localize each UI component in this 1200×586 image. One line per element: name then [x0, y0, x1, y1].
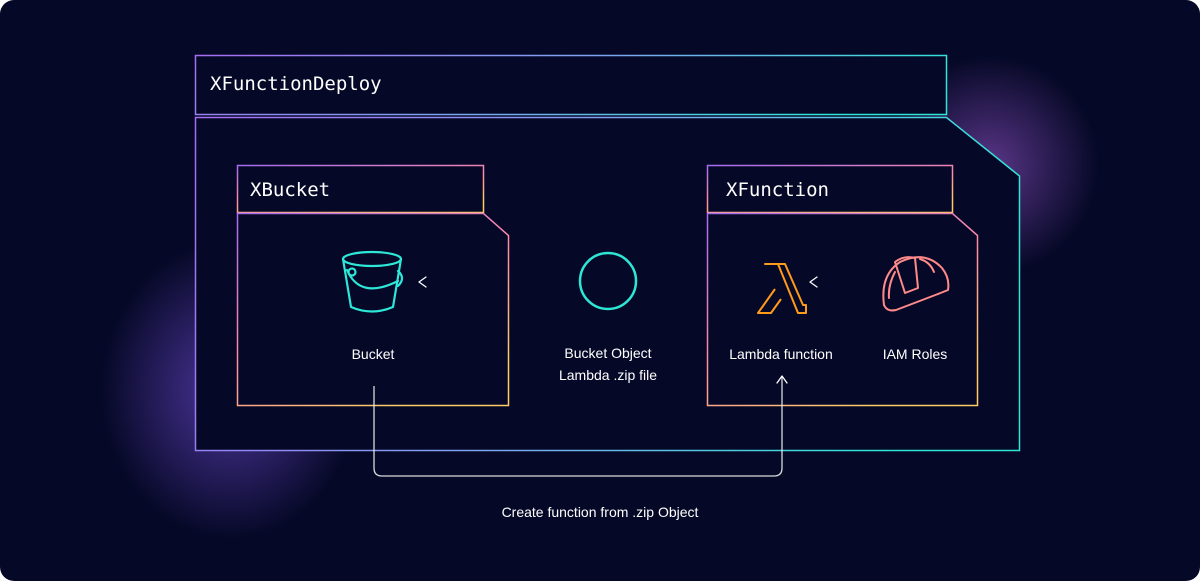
bucket-construct-xbucket[interactable]: XBucket [236, 164, 510, 407]
bucket-icon [341, 250, 404, 313]
lambda-function-label: Lambda function [729, 346, 833, 362]
bucket-object-label-line1: Bucket Object [564, 345, 651, 361]
bucket-to-lambda-connector [373, 377, 783, 477]
bucket-object-label-line2: Lambda .zip file [559, 367, 657, 383]
hard-hat-icon [882, 256, 950, 312]
iam-roles-label: IAM Roles [883, 346, 948, 362]
bucket-to-lambda-arrowhead [776, 375, 788, 384]
lambda-icon [757, 263, 807, 314]
bucket-construct-title: XBucket [250, 179, 330, 201]
function-construct-body [706, 212, 979, 407]
outer-construct-title: XFunctionDeploy [210, 73, 382, 95]
function-construct-xfunction[interactable]: XFunction [706, 164, 979, 407]
bucket-construct-body [236, 212, 510, 407]
bucket-object-circle-icon[interactable] [578, 251, 638, 311]
bucket-label: Bucket [352, 346, 395, 362]
bucket-construct-title-box [236, 164, 485, 214]
object-to-bucket-arrowhead [418, 276, 427, 288]
outer-construct-title-box [194, 54, 948, 116]
function-construct-title: XFunction [726, 179, 829, 201]
connector-label: Create function from .zip Object [502, 504, 699, 520]
iam-to-lambda-arrowhead [809, 276, 818, 288]
function-construct-title-box [706, 164, 954, 214]
